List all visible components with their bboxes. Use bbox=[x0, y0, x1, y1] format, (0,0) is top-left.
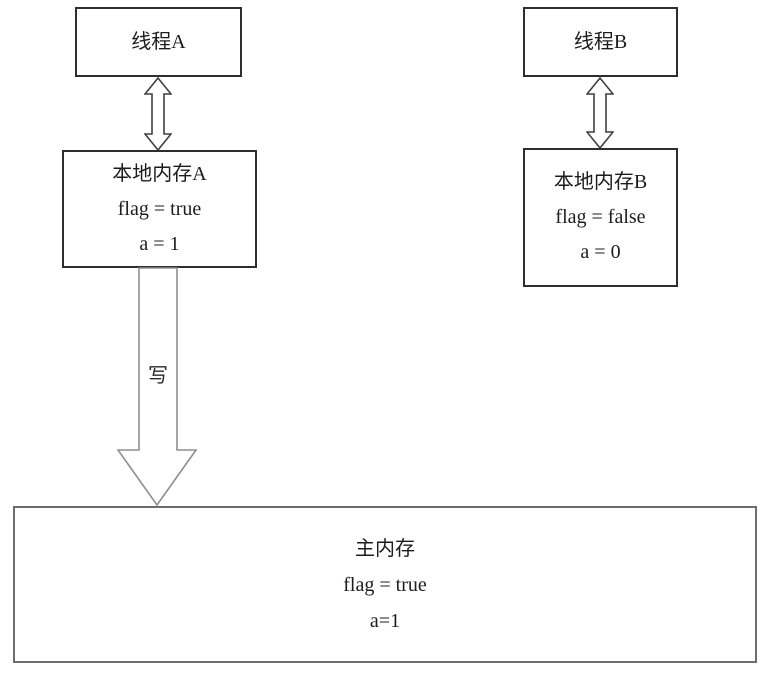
local-memory-a-flag-value: flag = true bbox=[117, 197, 202, 220]
main-memory-box: 主内存 flag = true a=1 bbox=[13, 506, 757, 663]
main-memory-title: 主内存 bbox=[355, 537, 415, 560]
local-memory-b-box: 本地内存B flag = false a = 0 bbox=[523, 148, 678, 287]
main-memory-a-value: a=1 bbox=[369, 609, 401, 632]
thread-a-box: 线程A bbox=[75, 7, 242, 77]
local-memory-a-a-value: a = 1 bbox=[139, 232, 180, 255]
local-memory-b-a-value: a = 0 bbox=[580, 241, 621, 263]
thread-a-label: 线程A bbox=[131, 30, 186, 53]
thread-b-label: 线程B bbox=[573, 30, 628, 53]
local-memory-b-title: 本地内存B bbox=[553, 171, 648, 193]
main-memory-flag-value: flag = true bbox=[343, 573, 427, 596]
local-memory-a-title: 本地内存A bbox=[112, 162, 207, 185]
write-arrow-label: 写 bbox=[148, 365, 168, 387]
local-memory-a-box: 本地内存A flag = true a = 1 bbox=[62, 150, 257, 268]
write-arrow-icon bbox=[117, 267, 197, 507]
bidirectional-arrow-icon-a bbox=[144, 77, 172, 151]
thread-b-box: 线程B bbox=[523, 7, 678, 77]
local-memory-b-flag-value: flag = false bbox=[555, 206, 646, 228]
bidirectional-arrow-icon-b bbox=[586, 77, 614, 149]
